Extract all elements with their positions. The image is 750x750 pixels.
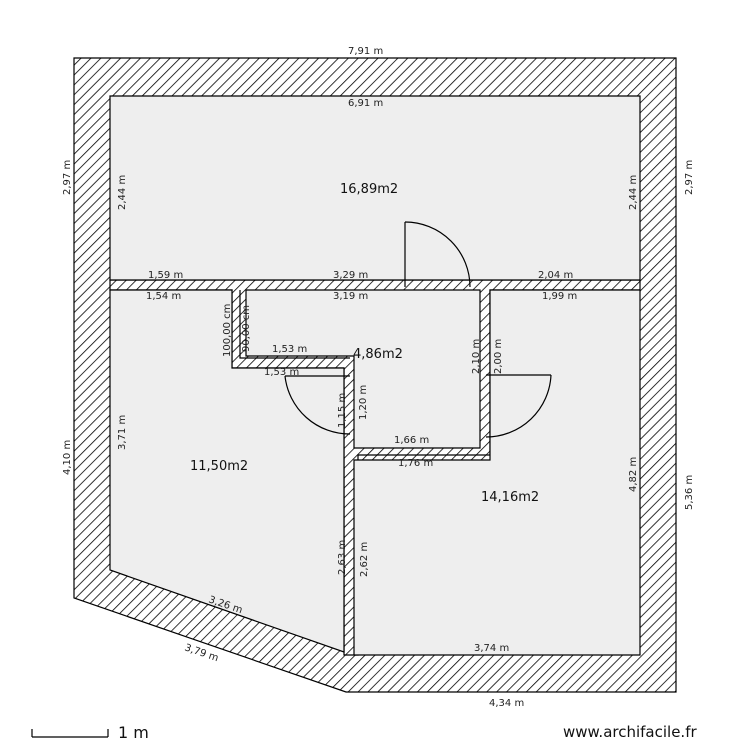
dim-mid-wall-b: 2,62 m <box>359 542 370 577</box>
dim-outer-left-top: 2,97 m <box>62 160 73 195</box>
door-center-right <box>485 374 552 438</box>
scale-label: 1 m <box>118 723 149 742</box>
dim-center-bottom-b: 1,76 m <box>398 458 433 469</box>
dim-inner-left-top: 2,44 m <box>117 175 128 210</box>
dim-nook-top: 1,53 m <box>272 344 307 355</box>
dim-inner-left-bottom: 3,71 m <box>117 415 128 450</box>
room-area-left: 11,50m2 <box>190 459 248 474</box>
dim-wall-b-bottom: 3,19 m <box>333 291 368 302</box>
dim-center-left-b: 1,20 m <box>358 385 369 420</box>
dim-center-left-a: 1,15 m <box>337 393 348 428</box>
brand-url[interactable]: www.archifacile.fr <box>563 723 697 741</box>
dim-outer-right-bottom: 5,36 m <box>684 475 695 510</box>
dim-nook-bottom: 1,53 m <box>264 367 299 378</box>
dim-outer-top: 7,91 m <box>348 46 383 57</box>
room-area-center: 4,86m2 <box>353 347 403 362</box>
dim-wall-a-top: 1,59 m <box>148 270 183 281</box>
scale-bar <box>31 729 109 738</box>
dim-wall-a-bottom: 1,54 m <box>146 291 181 302</box>
dim-nook-outer: 100,00 cm <box>222 304 233 357</box>
room-top <box>109 95 641 281</box>
dim-inner-right-top: 2,44 m <box>628 175 639 210</box>
door-top <box>404 221 471 288</box>
dim-outer-right-top: 2,97 m <box>684 160 695 195</box>
dim-wall-c-top: 2,04 m <box>538 270 573 281</box>
room-area-top: 16,89m2 <box>340 182 398 197</box>
dim-mid-wall-a: 2,63 m <box>337 540 348 575</box>
dim-outer-left-bottom: 4,10 m <box>62 440 73 475</box>
dim-inner-right-bottom: 4,82 m <box>628 457 639 492</box>
dim-bottom-inner: 3,74 m <box>474 643 509 654</box>
dim-wall-c-bottom: 1,99 m <box>542 291 577 302</box>
dim-inner-top: 6,91 m <box>348 98 383 109</box>
dim-center-bottom-a: 1,66 m <box>394 435 429 446</box>
dim-bottom-outer: 4,34 m <box>489 698 524 709</box>
dim-wall-b-top: 3,29 m <box>333 270 368 281</box>
dim-nook-inner: 90,00 cm <box>241 305 252 352</box>
room-right <box>353 289 641 656</box>
room-center <box>245 289 481 449</box>
door-center-left <box>284 375 351 435</box>
room-area-right: 14,16m2 <box>481 490 539 505</box>
nook-outline <box>239 290 350 359</box>
dim-center-right-b: 2,00 m <box>493 339 504 374</box>
dim-center-right-a: 2,10 m <box>471 339 482 374</box>
